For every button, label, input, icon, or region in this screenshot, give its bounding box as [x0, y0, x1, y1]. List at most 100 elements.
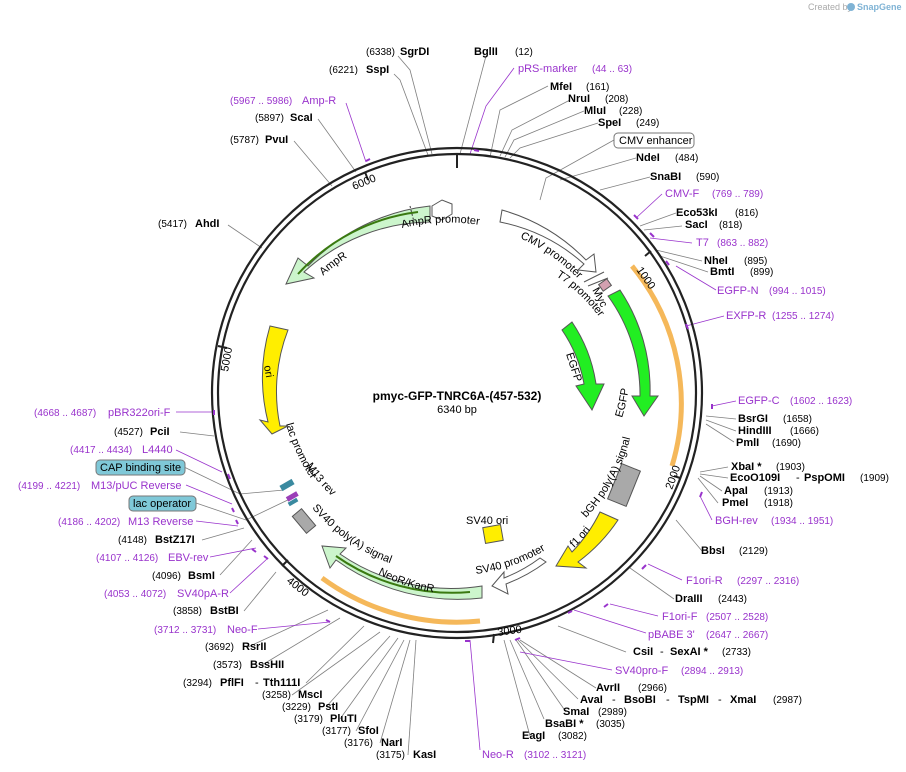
primer-name: L4440 [142, 444, 173, 456]
site-pos: (5897) [255, 113, 284, 124]
site-name: BsmI [188, 570, 215, 582]
site-labels: (6338) SgrDI BglII (12) (6221) SspI MfeI… [114, 46, 889, 761]
site-name: DraIII [675, 593, 703, 605]
site-name: MscI [298, 689, 322, 701]
sv40-polya-box [291, 508, 317, 534]
site-group-eco0109-b: PspOMI [804, 472, 845, 484]
site-name: EagI [522, 730, 545, 742]
plasmid-length: 6340 bp [437, 404, 477, 416]
site-name: AvrII [596, 682, 620, 694]
site-name: RsrII [242, 641, 266, 653]
primer-range: (1602 .. 1623) [790, 396, 852, 407]
site-name: SmaI [563, 706, 589, 718]
site-pos: (1690) [772, 438, 801, 449]
primer-name: CMV-F [665, 188, 700, 200]
site-name: PvuI [265, 134, 288, 146]
site-group-pflfi-a: PflFI [220, 677, 244, 689]
primer-range: (3102 .. 3121) [524, 750, 586, 761]
cap-binding-text: CAP binding site [100, 462, 181, 474]
site-pos: (2129) [739, 546, 768, 557]
site-name: Eco53kI [676, 207, 718, 219]
egfp-outer-label: EGFP [613, 387, 631, 418]
site-pos: (3258) [262, 690, 291, 701]
site-group-dash: - [718, 694, 722, 706]
site-name: HindIII [738, 425, 772, 437]
site-name: SspI [366, 64, 389, 76]
site-pos: (4527) [114, 427, 143, 438]
site-pos: (3179) [294, 714, 323, 725]
site-name: NarI [381, 737, 402, 749]
site-pos: (6221) [329, 65, 358, 76]
ampr-promoter-arrow [431, 199, 453, 221]
site-name: SacI [685, 219, 708, 231]
site-name: BglII [474, 46, 498, 58]
site-pos: (161) [586, 82, 609, 93]
plasmid-name: pmyc-GFP-TNRC6A-(457-532) [373, 389, 542, 403]
site-name: SnaBI [650, 171, 681, 183]
primer-name: Neo-F [227, 624, 258, 636]
site-pos: (3573) [213, 660, 242, 671]
site-pos: (3082) [558, 731, 587, 742]
site-pos: (3229) [282, 702, 311, 713]
site-name: SfoI [358, 725, 379, 737]
site-group-eco0109-pos: (1909) [860, 473, 889, 484]
f1-ori-arrow [555, 511, 619, 569]
lac-promoter-label: lac promoter [283, 422, 319, 482]
primer-marks [213, 149, 713, 642]
site-name: BstZ17I [155, 534, 195, 546]
primer-range: (4053 .. 4072) [104, 589, 166, 600]
primer-name: T7 [696, 237, 709, 249]
site-name: KasI [413, 749, 436, 761]
site-name: PstI [318, 701, 338, 713]
site-group-dash: - [660, 646, 664, 658]
primer-range: (4199 .. 4221) [18, 481, 80, 492]
primer-range: (4417 .. 4434) [70, 445, 132, 456]
site-pos: (3692) [205, 642, 234, 653]
primer-name: EGFP-C [738, 395, 780, 407]
primer-name: EBV-rev [168, 552, 209, 564]
site-name: AhdI [195, 218, 219, 230]
sv40-promoter-arrow [491, 557, 547, 595]
feature-shapes [258, 199, 659, 600]
site-pos: (899) [750, 267, 773, 278]
cmv-enhancer-tag: CMV enhancer [613, 132, 695, 149]
primer-leaders [175, 67, 737, 751]
site-pos: (2989) [598, 707, 627, 718]
site-group-dash: - [612, 694, 616, 706]
site-pos: (5417) [158, 219, 187, 230]
site-name: BsaBI * [545, 718, 584, 730]
primer-labels: pRS-marker (44 .. 63) (5967 .. 5986) Amp… [18, 63, 852, 761]
site-name: PmlI [736, 437, 759, 449]
site-name: PciI [150, 426, 170, 438]
sv40-ori-label: SV40 ori [466, 515, 508, 527]
site-pos: (4096) [152, 571, 181, 582]
site-name: PmeI [722, 497, 748, 509]
primer-name: pRS-marker [518, 63, 578, 75]
orf-highlights [320, 264, 684, 625]
site-pos: (3175) [376, 750, 405, 761]
site-pos: (818) [719, 220, 742, 231]
tick-label-1000: 1000 [634, 265, 658, 292]
site-pos: (6338) [366, 47, 395, 58]
site-name: CsiI [633, 646, 653, 658]
primer-name: Neo-R [482, 749, 514, 761]
primer-range: (1255 .. 1274) [772, 311, 834, 322]
site-pos: (5787) [230, 135, 259, 146]
neo-arrow [321, 545, 483, 600]
site-group-avai-pos: (2987) [773, 695, 802, 706]
primer-name: EGFP-N [717, 285, 759, 297]
site-group-avai-d: XmaI [730, 694, 756, 706]
site-group-avai-b: BsoBI [624, 694, 656, 706]
site-name: ApaI [724, 485, 748, 497]
site-name: BsrGI [738, 413, 768, 425]
site-pos: (1903) [776, 462, 805, 473]
site-name: BmtI [710, 266, 734, 278]
site-pos: (1658) [783, 414, 812, 425]
primer-range: (44 .. 63) [592, 64, 632, 75]
primer-range: (1934 .. 1951) [771, 516, 833, 527]
site-pos: (2443) [718, 594, 747, 605]
primer-name: M13/pUC Reverse [91, 480, 181, 492]
egfp-inner-arrow [561, 321, 605, 412]
primer-name: F1ori-F [662, 611, 698, 623]
site-name: XbaI * [731, 461, 762, 473]
